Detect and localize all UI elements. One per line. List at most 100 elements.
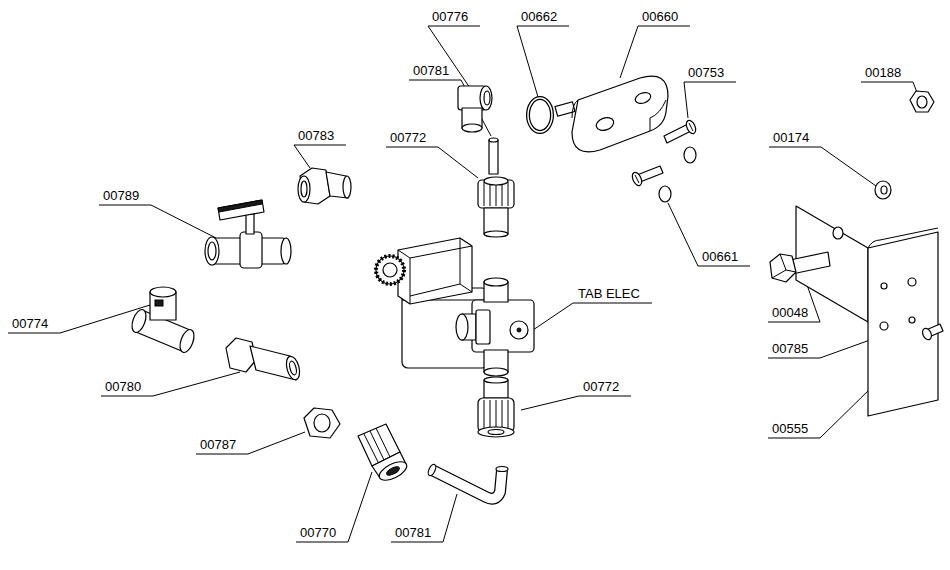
cap: [659, 147, 696, 202]
washer: [881, 186, 887, 194]
solenoid-valve: [456, 314, 468, 340]
mounting-bracket: [908, 278, 916, 286]
leader-lines: [8, 305, 150, 333]
solenoid-valve: [376, 256, 404, 284]
nipple: [288, 360, 297, 375]
callout-number: TAB ELEC: [578, 286, 640, 301]
ball-valve: [205, 200, 291, 268]
leader-lines: [296, 472, 372, 542]
solenoid-valve: [383, 263, 397, 277]
push-fitting: [484, 400, 508, 430]
screw: [630, 171, 643, 187]
elbow-fitting: [480, 86, 492, 110]
leader-lines: [668, 203, 750, 266]
leader-lines: [386, 147, 478, 178]
pin: [489, 138, 498, 142]
callout-number: 00789: [103, 188, 139, 203]
callout-number: 00174: [773, 130, 809, 145]
tee-fitting: [150, 287, 176, 297]
ball-valve: [281, 238, 291, 264]
callout-number: 00048: [772, 305, 808, 320]
cover-plate: [594, 115, 615, 132]
cap: [684, 147, 696, 163]
solenoid-valve: [376, 256, 404, 284]
leader-lines: [196, 432, 305, 454]
callout-number: 00772: [390, 130, 426, 145]
screw: [689, 123, 693, 131]
pin: [489, 138, 498, 174]
callout-number: 00188: [865, 65, 901, 80]
hex-nut: [304, 408, 340, 438]
ball-valve: [218, 200, 264, 220]
solenoid-valve: [398, 238, 472, 304]
push-fitting: [478, 427, 514, 437]
solenoid-valve: [484, 368, 508, 376]
callout-number: 00781: [395, 525, 431, 540]
screw: [630, 119, 697, 187]
hex-nut: [917, 96, 927, 108]
tee-fitting: [129, 308, 148, 335]
push-fitting: [488, 430, 504, 435]
leader-lines: [294, 145, 346, 168]
cover-plate: [572, 100, 666, 131]
cover-plate: [634, 91, 652, 106]
hex-nut: [314, 414, 330, 432]
mounting-bracket: [833, 227, 843, 239]
solenoid-valve: [510, 321, 528, 339]
o-ring: [528, 98, 552, 132]
cover-plate: [572, 76, 668, 152]
tee-fitting: [129, 287, 196, 354]
union-fitting: [364, 428, 390, 462]
hex-nut: [910, 91, 934, 112]
screw: [921, 327, 933, 341]
callout-number: 00753: [688, 65, 724, 80]
nipple: [226, 338, 256, 372]
union-fitting: [385, 465, 400, 477]
push-fitting: [478, 377, 514, 437]
leader-lines: [391, 494, 457, 542]
washer: [875, 181, 891, 199]
leader-lines: [409, 80, 491, 136]
callout-number: 00787: [200, 437, 236, 452]
solenoid-valve: [517, 328, 521, 332]
callout-number: 00780: [105, 379, 141, 394]
callout-number: 00781: [413, 63, 449, 78]
bent-tube: [496, 467, 508, 472]
push-fitting: [484, 377, 508, 383]
hex-bolt: [772, 254, 796, 278]
o-ring: [528, 98, 552, 132]
callout-number: 00785: [772, 341, 808, 356]
washer: [875, 181, 891, 199]
pin: [489, 140, 498, 174]
ball-valve: [246, 214, 254, 234]
leader-lines: [769, 147, 876, 186]
callout-number: 00555: [772, 421, 808, 436]
solenoid-valve: [472, 300, 534, 352]
cap: [659, 186, 671, 202]
leader-lines: [768, 340, 870, 358]
leader-lines: [684, 82, 736, 118]
adapter-fitting: [343, 176, 351, 198]
mounting-bracket: [880, 322, 888, 330]
ball-valve: [208, 242, 216, 260]
callout-number: 00662: [521, 9, 557, 24]
hex-bolt: [770, 252, 830, 282]
bent-tube: [432, 470, 502, 499]
adapter-fitting: [301, 181, 307, 197]
tee-fitting: [177, 328, 196, 355]
bent-tube: [432, 470, 502, 499]
push-fitting: [484, 208, 508, 234]
ball-valve: [205, 237, 219, 265]
hex-bolt: [770, 254, 796, 282]
screw: [921, 324, 943, 341]
callout-number: 00770: [300, 525, 336, 540]
solenoid-valve: [398, 238, 472, 304]
cover-plate: [555, 76, 668, 152]
mounting-bracket: [881, 283, 887, 289]
bent-tube: [427, 463, 508, 498]
bent-tube: [427, 463, 438, 476]
ball-valve: [240, 232, 262, 268]
solenoid-valve: [476, 310, 490, 344]
